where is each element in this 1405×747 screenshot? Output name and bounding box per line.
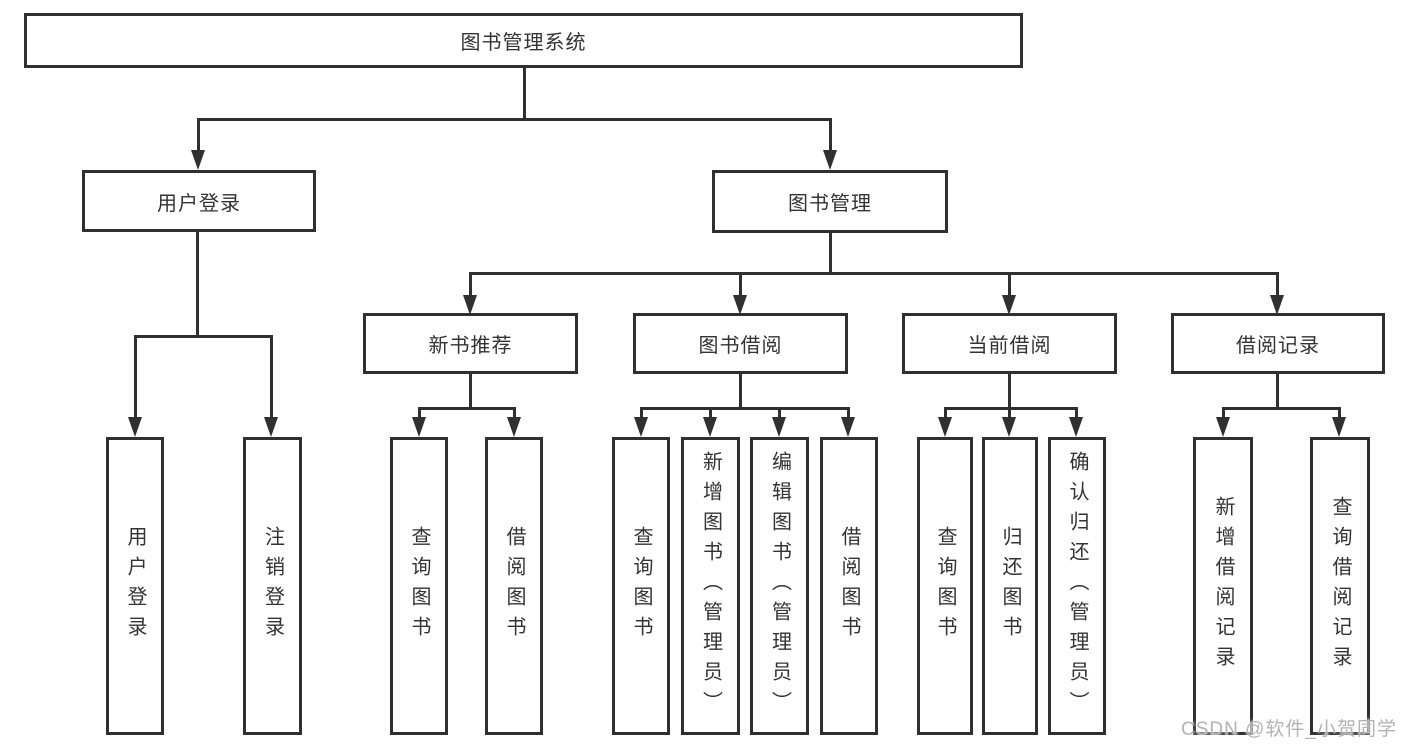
node-user-login: 用户登录 xyxy=(82,170,316,232)
leaf-borrow-books-recommend: 借阅图书 xyxy=(485,437,543,735)
leaf-query-books-borrow: 查询图书 xyxy=(612,437,670,735)
connector-line xyxy=(469,272,472,298)
arrowhead-down-icon xyxy=(191,150,205,170)
node-root-system: 图书管理系统 xyxy=(24,13,1023,68)
leaf-confirm-return-admin: 确认归还（管理员） xyxy=(1048,437,1106,735)
arrowhead-down-icon xyxy=(823,150,837,170)
leaf-query-borrow-record: 查询借阅记录 xyxy=(1310,437,1370,735)
arrowhead-down-icon xyxy=(841,417,855,437)
leaf-logout: 注销登录 xyxy=(243,437,302,735)
connector-line xyxy=(418,407,516,410)
leaf-query-books-borrow-label: 查询图书 xyxy=(630,526,652,646)
arrowhead-down-icon xyxy=(412,417,426,437)
connector-line xyxy=(469,272,1279,275)
leaf-return-books: 归还图书 xyxy=(982,437,1038,735)
connector-line xyxy=(197,118,200,153)
leaf-edit-books-admin-label: 编辑图书（管理员） xyxy=(768,451,791,721)
leaf-user-login: 用户登录 xyxy=(106,437,164,735)
arrowhead-down-icon xyxy=(128,417,142,437)
arrowhead-down-icon xyxy=(1332,417,1346,437)
connector-line xyxy=(1222,407,1225,419)
connector-line xyxy=(1338,407,1341,419)
leaf-borrow-books-label: 借阅图书 xyxy=(838,526,860,646)
leaf-borrow-books: 借阅图书 xyxy=(820,437,878,735)
node-book-management: 图书管理 xyxy=(712,170,948,233)
connector-line xyxy=(1276,374,1279,407)
node-book-borrow-label: 图书借阅 xyxy=(698,335,783,357)
connector-line xyxy=(197,118,832,121)
connector-line xyxy=(1008,374,1011,407)
connector-line xyxy=(1222,407,1340,410)
node-user-login-label: 用户登录 xyxy=(157,192,241,215)
leaf-add-borrow-record-label: 新增借阅记录 xyxy=(1212,496,1234,676)
node-borrow-records-label: 借阅记录 xyxy=(1236,335,1320,357)
connector-line xyxy=(847,407,850,419)
connector-line xyxy=(709,407,712,419)
connector-line xyxy=(134,335,273,338)
connector-line xyxy=(829,233,832,272)
connector-line xyxy=(1008,272,1011,298)
leaf-add-borrow-record: 新增借阅记录 xyxy=(1193,437,1253,735)
connector-line xyxy=(778,407,781,419)
connector-line xyxy=(739,272,742,298)
node-root-label: 图书管理系统 xyxy=(460,32,587,54)
connector-line xyxy=(196,232,199,335)
leaf-add-books-admin-label: 新增图书（管理员） xyxy=(699,451,722,721)
leaf-query-books-current: 查询图书 xyxy=(917,437,973,735)
node-new-book-recommend: 新书推荐 xyxy=(363,313,578,374)
connector-line xyxy=(469,374,472,407)
connector-line xyxy=(513,407,516,419)
arrowhead-down-icon xyxy=(507,417,521,437)
csdn-watermark: CSDN @软件_小贺同学 xyxy=(1181,719,1397,740)
leaf-query-borrow-record-label: 查询借阅记录 xyxy=(1329,496,1351,676)
leaf-user-login-label: 用户登录 xyxy=(124,526,146,646)
arrowhead-down-icon xyxy=(463,295,477,315)
arrowhead-down-icon xyxy=(772,417,786,437)
arrowhead-down-icon xyxy=(634,417,648,437)
leaf-query-books-recommend: 查询图书 xyxy=(390,437,448,735)
connector-line xyxy=(1075,407,1078,419)
leaf-logout-label: 注销登录 xyxy=(261,526,284,646)
arrowhead-down-icon xyxy=(703,417,717,437)
arrowhead-down-icon xyxy=(1002,417,1016,437)
connector-line xyxy=(944,407,1078,410)
connector-line xyxy=(134,335,137,420)
arrowhead-down-icon xyxy=(733,295,747,315)
connector-line xyxy=(1276,272,1279,298)
arrowhead-down-icon xyxy=(1069,417,1083,437)
leaf-add-books-admin: 新增图书（管理员） xyxy=(681,437,740,735)
leaf-borrow-books-recommend-label: 借阅图书 xyxy=(503,526,525,646)
node-book-borrow: 图书借阅 xyxy=(633,313,848,374)
arrowhead-down-icon xyxy=(938,417,952,437)
leaf-query-books-current-label: 查询图书 xyxy=(934,526,956,646)
leaf-return-books-label: 归还图书 xyxy=(999,526,1021,646)
arrowhead-down-icon xyxy=(1002,295,1016,315)
node-book-management-label: 图书管理 xyxy=(788,193,872,215)
connector-line xyxy=(640,407,643,419)
node-current-borrow-label: 当前借阅 xyxy=(967,335,1052,357)
node-borrow-records: 借阅记录 xyxy=(1171,313,1385,374)
leaf-confirm-return-admin-label: 确认归还（管理员） xyxy=(1066,451,1088,721)
connector-line xyxy=(418,407,421,419)
node-new-book-recommend-label: 新书推荐 xyxy=(428,335,513,357)
leaf-edit-books-admin: 编辑图书（管理员） xyxy=(750,437,809,735)
connector-line xyxy=(739,374,742,407)
connector-line xyxy=(944,407,947,419)
arrowhead-down-icon xyxy=(264,417,278,437)
connector-line xyxy=(640,407,850,410)
arrowhead-down-icon xyxy=(1270,295,1284,315)
connector-line xyxy=(1008,407,1011,419)
connector-line xyxy=(523,68,526,118)
connector-line xyxy=(270,335,273,420)
arrowhead-down-icon xyxy=(1216,417,1230,437)
node-current-borrow: 当前借阅 xyxy=(902,313,1117,374)
connector-line xyxy=(829,118,832,153)
leaf-query-books-recommend-label: 查询图书 xyxy=(408,526,430,646)
